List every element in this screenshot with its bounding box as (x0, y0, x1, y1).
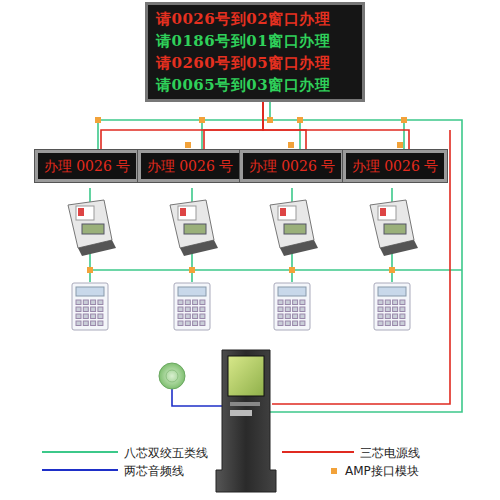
queue-call-line: 请0065号到03窗口办理 (156, 74, 354, 96)
led-display-board: 请0026号到02窗口办理请0186号到01窗口办理请0260号到05窗口办理请… (145, 2, 365, 102)
power-wire (263, 102, 409, 150)
power-wire (263, 102, 306, 150)
window-number: 办理 0026 号 (44, 157, 131, 175)
legend-text: AMP接口模块 (345, 463, 419, 480)
window-number: 办理 0026 号 (352, 157, 439, 175)
window-display: 办理 0026 号 (138, 150, 243, 182)
queue-call-line: 请0026号到02窗口办理 (156, 8, 354, 30)
queue-call-line: 请0260号到05窗口办理 (156, 52, 354, 74)
window-display: 办理 0026 号 (343, 150, 448, 182)
legend-text: 三芯电源线 (360, 445, 420, 462)
legend-text: 八芯双绞五类线 (124, 445, 208, 462)
legend-swatch (331, 468, 337, 474)
power-wire (101, 102, 263, 150)
window-display: 办理 0026 号 (35, 150, 140, 182)
queue-call-line: 请0186号到01窗口办理 (156, 30, 354, 52)
power-wire (204, 102, 263, 150)
window-number: 办理 0026 号 (147, 157, 234, 175)
legend-text: 两芯音频线 (124, 463, 184, 480)
window-display: 办理 0026 号 (240, 150, 345, 182)
window-number: 办理 0026 号 (249, 157, 336, 175)
